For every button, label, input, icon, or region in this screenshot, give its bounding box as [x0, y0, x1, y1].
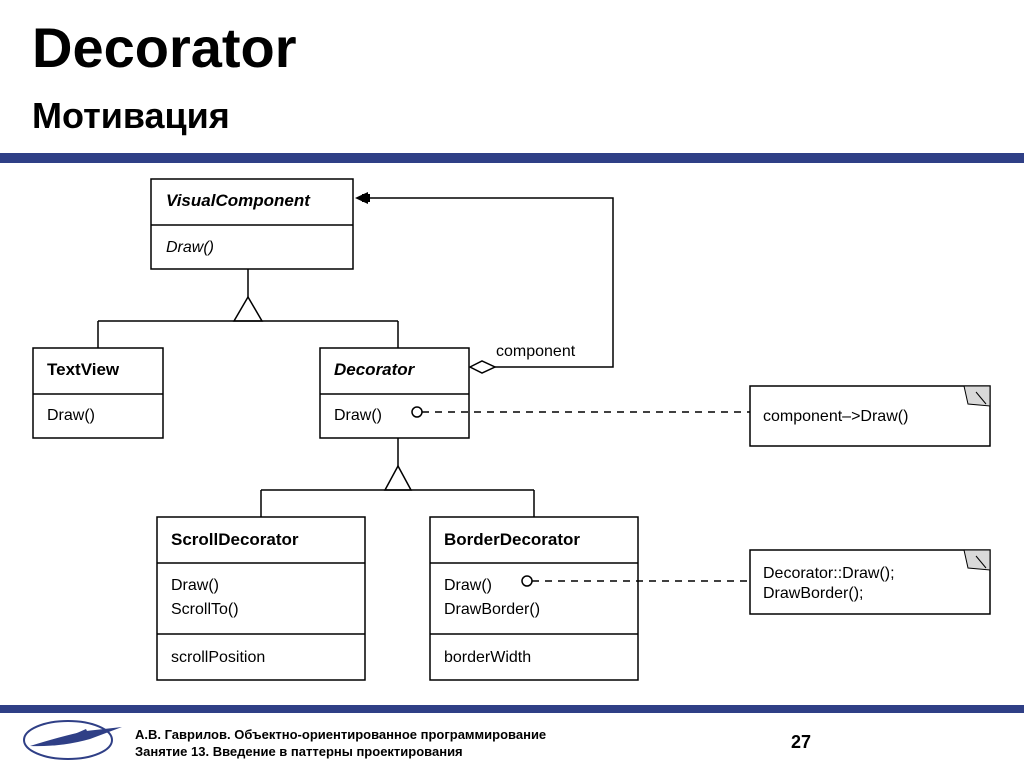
- class-box-border-decorator: [429, 516, 639, 681]
- bottom-divider: [0, 705, 1024, 713]
- footer-text: А.В. Гаврилов. Объектно-ориентированное …: [135, 726, 546, 760]
- generalization-bottom: [260, 438, 535, 517]
- top-divider: [0, 153, 1024, 163]
- note-text-decorator: component–>Draw(): [763, 408, 908, 425]
- footer-lesson: Занятие 13. Введение в паттерны проектир…: [135, 744, 463, 759]
- page-number: 27: [791, 732, 812, 752]
- class-name-text-view: TextView: [47, 360, 120, 379]
- op-scroll-decorator-draw: Draw(): [171, 577, 219, 594]
- op-scroll-decorator-scrollto: ScrollTo(): [171, 601, 239, 618]
- aggregation-component: [355, 192, 614, 374]
- slide-title: Decorator: [32, 16, 297, 79]
- note-decorator-draw: [749, 385, 991, 447]
- footer-author-course: А.В. Гаврилов. Объектно-ориентированное …: [135, 727, 547, 742]
- slide-subtitle: Мотивация: [32, 95, 230, 136]
- class-name-scroll-decorator: ScrollDecorator: [171, 530, 299, 549]
- class-box-visual-component: [150, 178, 354, 270]
- note-text-border-line2: DrawBorder();: [763, 585, 863, 602]
- op-border-decorator-drawborder: DrawBorder(): [444, 601, 540, 618]
- note-text-border-line1: Decorator::Draw();: [763, 565, 895, 582]
- op-text-view-draw: Draw(): [47, 407, 95, 424]
- note-anchor-icon: [411, 406, 423, 418]
- university-logo-icon: [23, 720, 122, 760]
- generalization-top: [97, 269, 399, 348]
- op-border-decorator-draw: Draw(): [444, 577, 492, 594]
- attr-scroll-position: scrollPosition: [171, 649, 265, 666]
- class-name-visual-component: VisualComponent: [166, 191, 311, 210]
- op-decorator-draw: Draw(): [334, 407, 382, 424]
- association-label: component: [496, 343, 576, 360]
- class-box-text-view: [32, 347, 164, 439]
- class-box-decorator: [319, 347, 470, 439]
- class-name-border-decorator: BorderDecorator: [444, 530, 580, 549]
- op-visual-component-draw: Draw(): [166, 239, 214, 256]
- attr-border-width: borderWidth: [444, 649, 531, 666]
- note-anchor-icon: [521, 575, 533, 587]
- class-name-decorator: Decorator: [334, 360, 416, 379]
- note-border-draw: [749, 549, 991, 615]
